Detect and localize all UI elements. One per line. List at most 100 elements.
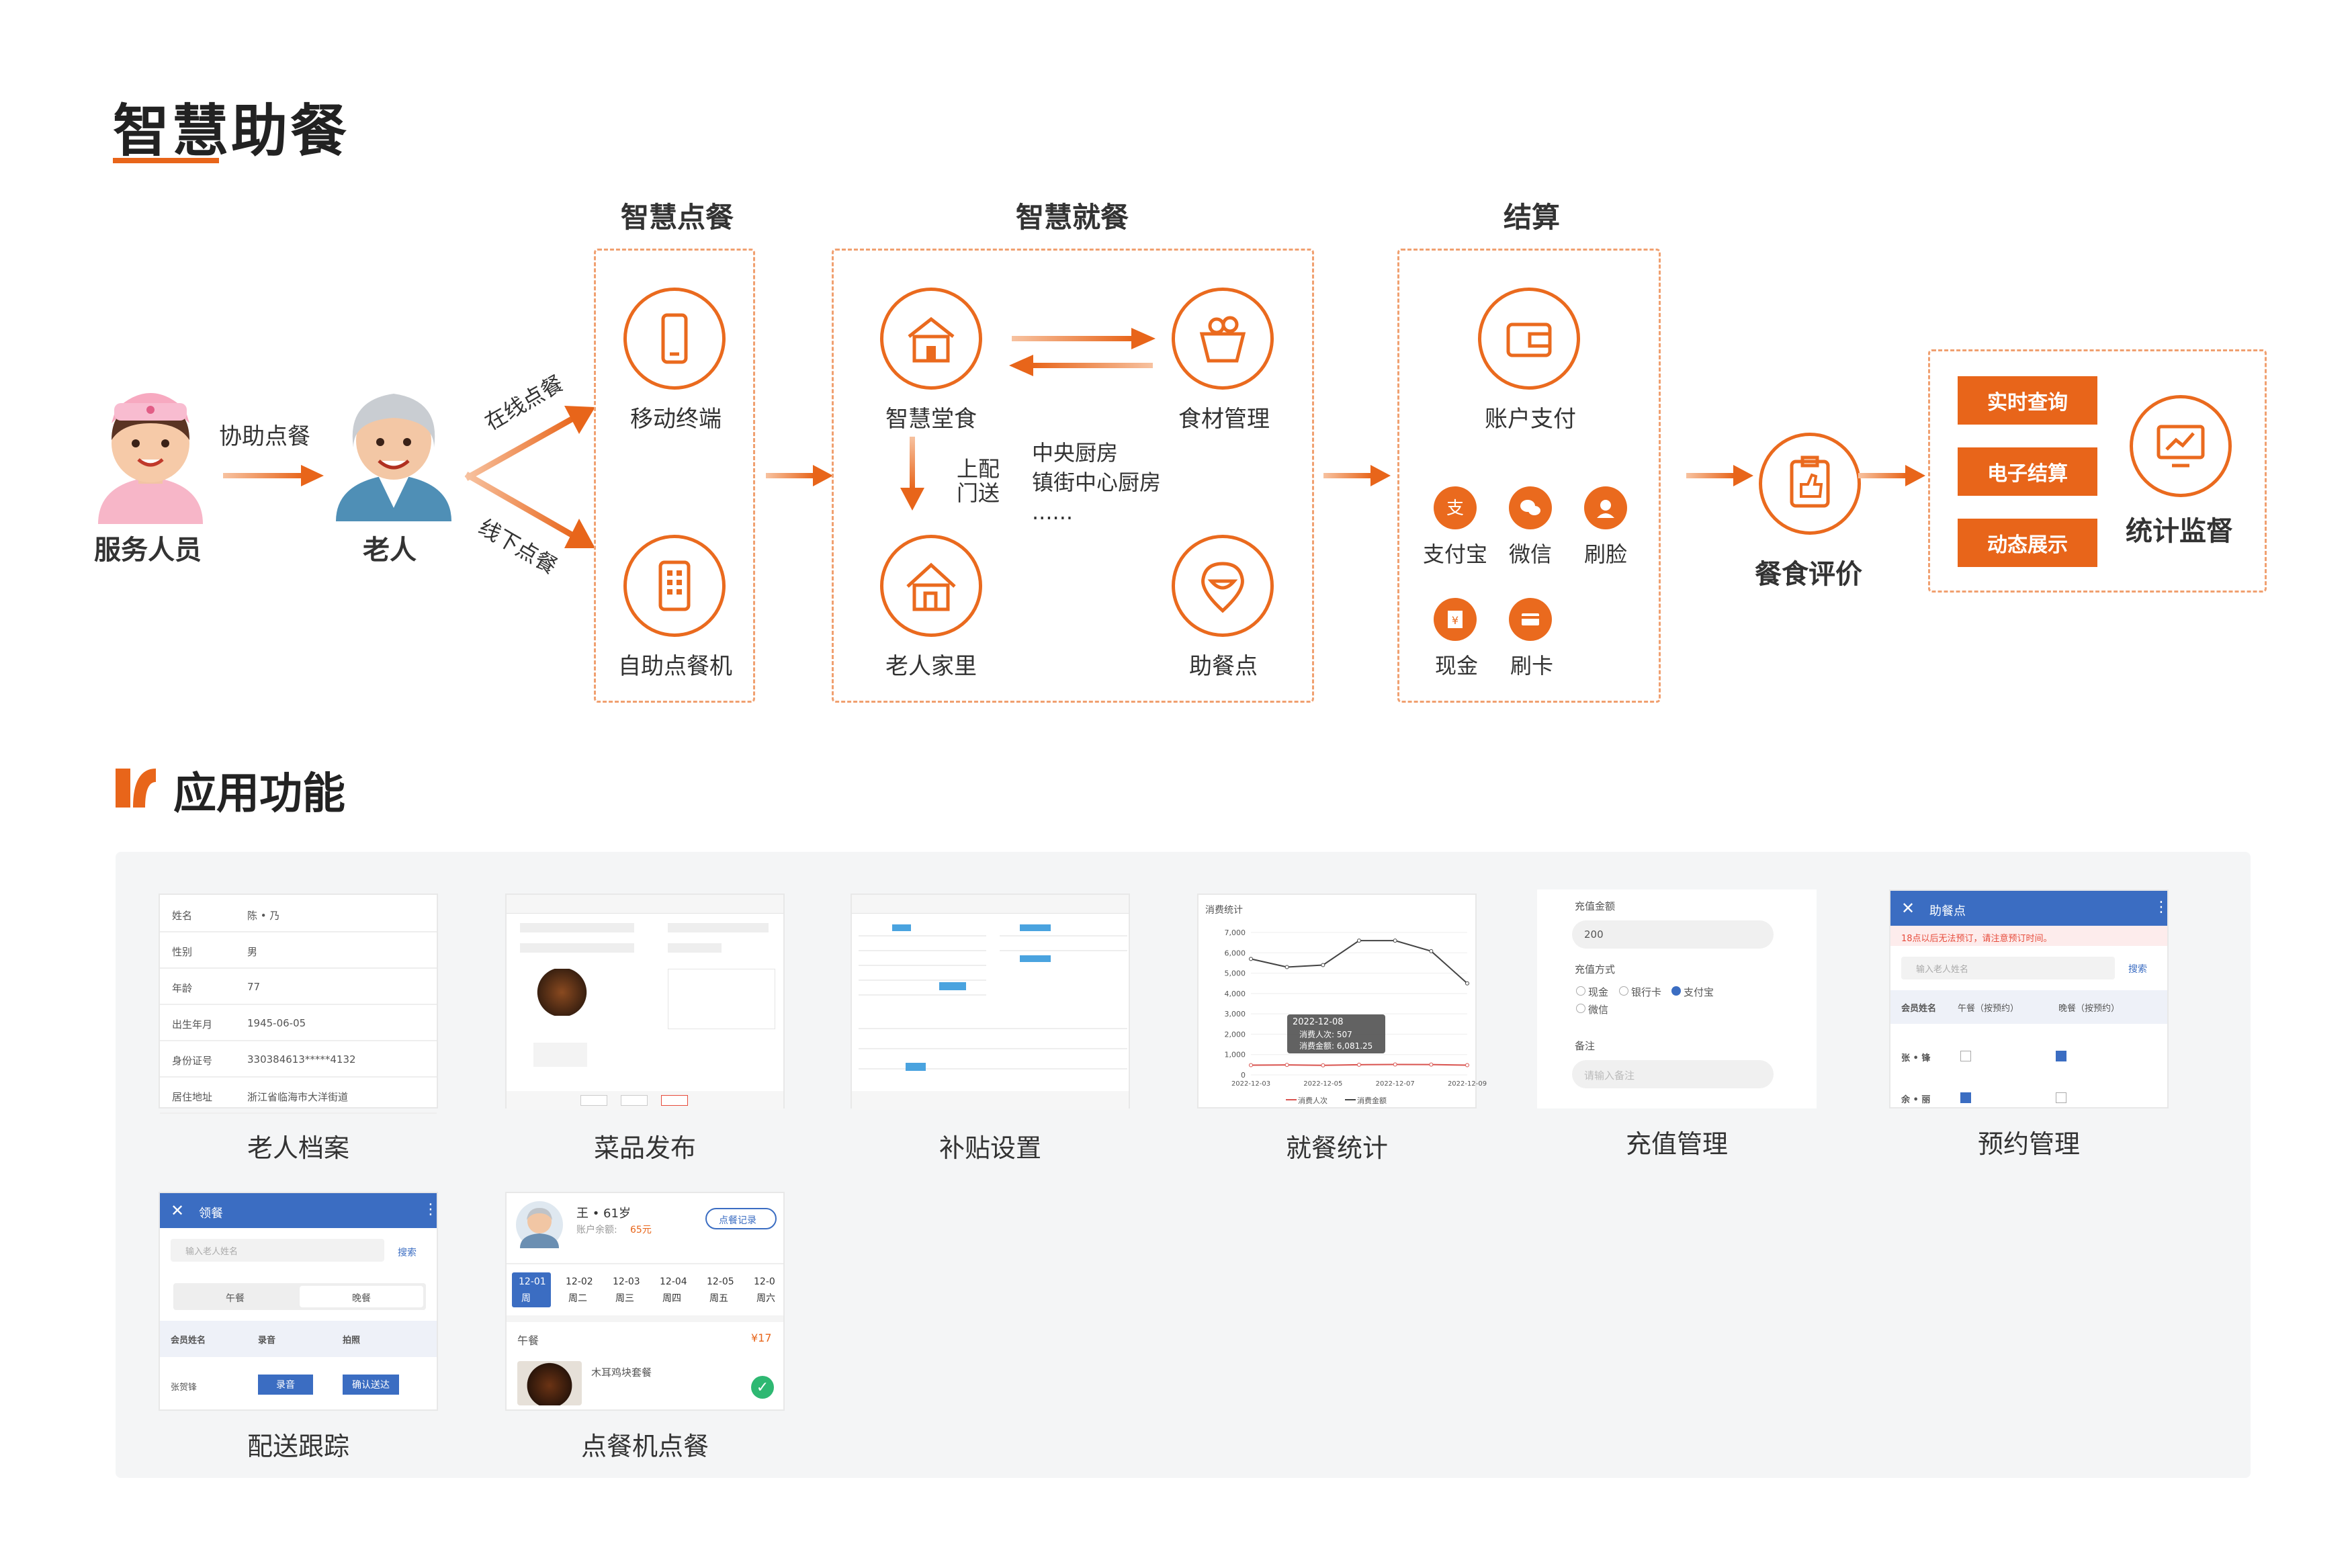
date-tab-day[interactable]: 12-0 bbox=[754, 1276, 775, 1287]
record-button[interactable] bbox=[705, 1208, 777, 1229]
card-label: 刷卡 bbox=[1510, 653, 1554, 679]
settle-title: 结算 bbox=[1504, 201, 1561, 234]
profile-value: 浙江省临海市大洋街道 bbox=[247, 1091, 349, 1103]
date-tab-day[interactable]: 12-03 bbox=[613, 1276, 640, 1287]
data-point[interactable] bbox=[1321, 963, 1325, 967]
row-divider bbox=[160, 967, 437, 969]
date-tab-day[interactable]: 12-02 bbox=[566, 1276, 593, 1287]
row-divider bbox=[160, 931, 437, 932]
date-tab-day[interactable]: 12-05 bbox=[707, 1276, 734, 1287]
profile-key: 姓名 bbox=[172, 910, 193, 922]
kiosk-name: 王 • 61岁 bbox=[576, 1207, 631, 1221]
tab-dinner[interactable]: 晚餐 bbox=[352, 1293, 371, 1304]
radio-selected-icon[interactable] bbox=[1671, 986, 1681, 996]
date-tab-week[interactable]: 周五 bbox=[709, 1293, 728, 1304]
date-tab-day[interactable]: 12-01 bbox=[519, 1276, 546, 1287]
x-tick-label: 2022-12-09 bbox=[1448, 1080, 1487, 1088]
feature-caption-kiosk: 点餐机点餐 bbox=[580, 1432, 709, 1461]
balance-value: 65元 bbox=[630, 1225, 652, 1235]
dynamic-display-button[interactable]: 动态展示 bbox=[1958, 519, 2097, 567]
remark-placeholder: 请输入备注 bbox=[1584, 1070, 1635, 1082]
evaluation-label: 餐食评价 bbox=[1755, 559, 1862, 590]
evaluation-icon bbox=[1759, 433, 1861, 535]
alipay-icon: 支 bbox=[1434, 486, 1477, 529]
data-point[interactable] bbox=[1393, 939, 1397, 943]
data-point[interactable] bbox=[1357, 939, 1361, 943]
arrow-to-settle-icon bbox=[1323, 464, 1391, 490]
date-tab-week[interactable]: 周六 bbox=[756, 1293, 775, 1304]
data-point[interactable] bbox=[1284, 1063, 1289, 1068]
method-bank[interactable]: 银行卡 bbox=[1631, 986, 1662, 998]
checkbox[interactable] bbox=[2056, 1092, 2066, 1103]
realtime-query-button[interactable]: 实时查询 bbox=[1958, 376, 2097, 425]
profile-key: 性别 bbox=[172, 946, 193, 958]
data-point[interactable] bbox=[1429, 949, 1434, 953]
reserve-search-input[interactable] bbox=[1901, 957, 2115, 979]
x-tick-label: 2022-12-07 bbox=[1376, 1080, 1415, 1088]
profile-value: 男 bbox=[247, 946, 258, 958]
date-tab-week[interactable]: 周三 bbox=[615, 1293, 634, 1304]
reserve-col-lunch: 午餐（按预约） bbox=[1958, 1004, 2019, 1014]
record-button[interactable]: 录音 bbox=[258, 1375, 313, 1395]
mobile-label: 移动终端 bbox=[630, 406, 722, 433]
assist-arrow-icon bbox=[223, 464, 324, 490]
delivery-tracking-screenshot: ✕ 领餐 ⋮ 输入老人姓名 搜索 午餐 晚餐 会员姓名 录音 拍照 张贺锋 录音… bbox=[159, 1192, 438, 1411]
delivery-search-input[interactable] bbox=[171, 1239, 384, 1262]
y-tick-label: 1,000 bbox=[1225, 1051, 1246, 1059]
data-point[interactable] bbox=[1249, 1063, 1253, 1068]
svg-text:¥: ¥ bbox=[1452, 614, 1458, 627]
chart-tooltip bbox=[1287, 1014, 1385, 1053]
data-point[interactable] bbox=[1465, 981, 1469, 986]
method-alipay[interactable]: 支付宝 bbox=[1684, 986, 1714, 998]
confirm-delivered-button[interactable]: 确认送达 bbox=[343, 1375, 399, 1395]
date-tab-day[interactable]: 12-04 bbox=[660, 1276, 687, 1287]
data-point[interactable] bbox=[1249, 957, 1253, 961]
row-divider bbox=[160, 1113, 437, 1114]
date-tab-week[interactable]: 周 bbox=[521, 1293, 531, 1304]
row-divider bbox=[160, 1040, 437, 1041]
reserve-col-dinner: 晚餐（按预约） bbox=[2058, 1004, 2120, 1014]
close-icon[interactable]: ✕ bbox=[1901, 899, 1915, 918]
reserve-header: 助餐点 bbox=[1929, 904, 1966, 918]
dining-box bbox=[832, 249, 1314, 703]
y-tick-label: 4,000 bbox=[1225, 990, 1246, 998]
data-point[interactable] bbox=[1465, 1063, 1469, 1068]
cash-icon: ¥ bbox=[1434, 598, 1477, 641]
date-tab-week[interactable]: 周四 bbox=[662, 1293, 681, 1304]
amount-input[interactable] bbox=[1572, 920, 1774, 949]
x-tick-label: 2022-12-05 bbox=[1303, 1080, 1342, 1088]
delivery-search-button[interactable]: 搜索 bbox=[398, 1248, 417, 1258]
e-settlement-button[interactable]: 电子结算 bbox=[1958, 447, 2097, 496]
card-icon bbox=[1509, 598, 1552, 641]
arrow-to-eval-icon bbox=[1686, 464, 1753, 490]
checkbox-checked[interactable] bbox=[1960, 1092, 1971, 1103]
row-divider bbox=[160, 1076, 437, 1078]
profile-value: 陈 • 乃 bbox=[247, 910, 280, 922]
y-tick-label: 2,000 bbox=[1225, 1030, 1246, 1039]
checkbox-checked[interactable] bbox=[2056, 1051, 2066, 1061]
delivery-col-name: 会员姓名 bbox=[171, 1336, 206, 1346]
reserve-row1-name: 张 • 锋 bbox=[1901, 1053, 1931, 1063]
method-cash[interactable]: 现金 bbox=[1588, 986, 1609, 998]
wallet-icon bbox=[1478, 288, 1580, 390]
data-point[interactable] bbox=[1321, 1063, 1325, 1068]
method-wechat[interactable]: 微信 bbox=[1588, 1004, 1609, 1016]
more-icon[interactable]: ⋮ bbox=[2154, 899, 2169, 916]
data-point[interactable] bbox=[1429, 1062, 1434, 1067]
monitor-icon bbox=[2130, 395, 2232, 497]
reserve-col-name: 会员姓名 bbox=[1901, 1004, 1937, 1014]
remark-input[interactable] bbox=[1572, 1060, 1774, 1088]
date-tab-week[interactable]: 周二 bbox=[568, 1293, 587, 1304]
data-point[interactable] bbox=[1393, 1062, 1397, 1067]
close-icon[interactable]: ✕ bbox=[171, 1201, 185, 1220]
tab-lunch[interactable]: 午餐 bbox=[226, 1293, 245, 1304]
more-icon[interactable]: ⋮ bbox=[423, 1201, 438, 1218]
online-arrow-icon bbox=[464, 403, 598, 486]
feature-caption-dish: 菜品发布 bbox=[593, 1133, 696, 1163]
data-point[interactable] bbox=[1357, 1062, 1361, 1067]
reserve-search-button[interactable]: 搜索 bbox=[2128, 964, 2147, 975]
checkbox[interactable] bbox=[1960, 1051, 1971, 1061]
ordering-title: 智慧点餐 bbox=[621, 201, 734, 234]
data-point[interactable] bbox=[1284, 965, 1289, 969]
